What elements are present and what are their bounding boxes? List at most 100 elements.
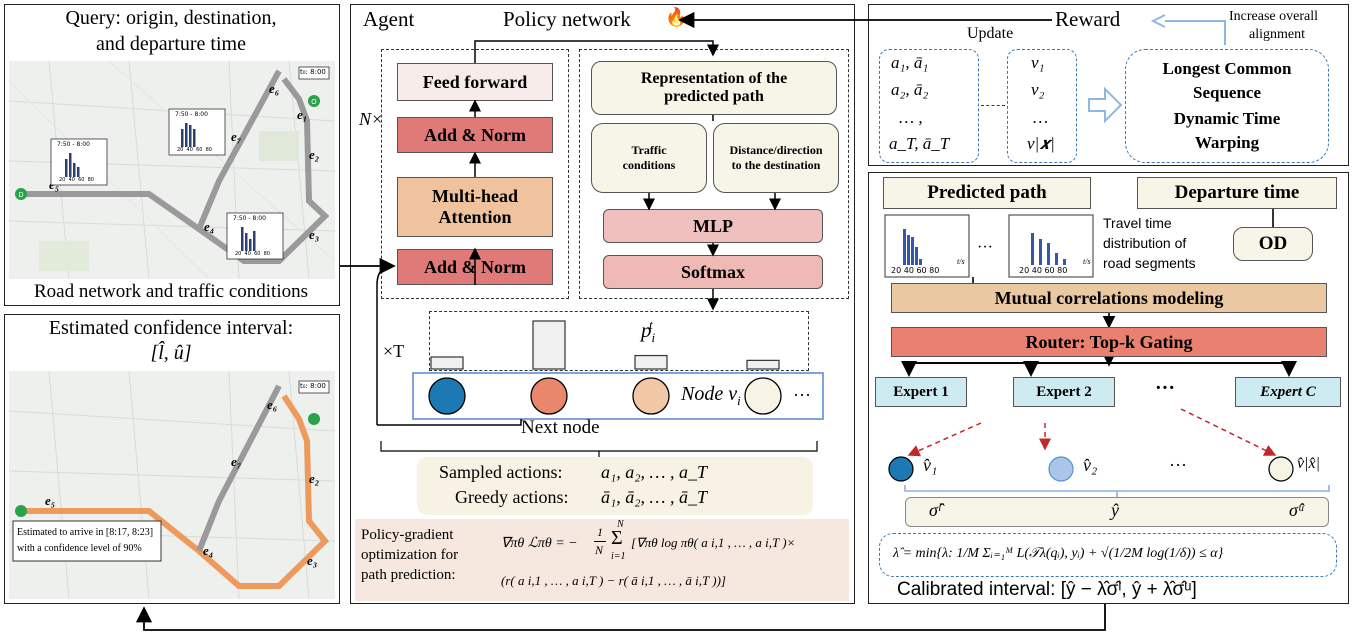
alignment-metrics-box — [1125, 49, 1329, 163]
svg-text:e₄: e₄ — [204, 219, 214, 234]
probability-bar — [634, 354, 668, 370]
agent-panel: Agent Policy network 🔥 N× Feed forward A… — [350, 4, 855, 604]
distance-direction-box: Distance/direction to the destination — [713, 123, 839, 193]
mha-line2: Attention — [438, 207, 512, 227]
pg-formula-frac-bot: N — [595, 543, 604, 557]
path-node-circle — [632, 377, 670, 415]
hist-unit-right-2: t/s — [1083, 257, 1091, 266]
hist-axis-2: 20 40 60 80 — [177, 147, 212, 153]
hist-axis-1: 20 40 60 80 — [59, 177, 94, 183]
pg-label-line3: path prediction: — [361, 567, 456, 583]
pg-formula-sum-top: N — [617, 519, 624, 530]
nodes-list-box — [1007, 49, 1077, 163]
distance-line2: to the destination — [731, 158, 821, 172]
metric-line2: Sequence — [1193, 83, 1261, 102]
pg-formula-frac-line — [594, 541, 606, 542]
svg-text:e₅: e₅ — [45, 493, 55, 508]
calibration-panel: Predicted path Departure time — [868, 172, 1349, 604]
svg-text:e₃: e₃ — [307, 553, 317, 568]
expert-1-box: Expert 1 — [875, 377, 967, 407]
confidence-title-line1: Estimated confidence interval: — [48, 317, 294, 339]
metric-line3: Dynamic Time — [1173, 109, 1281, 128]
reward-svg — [1088, 14, 1226, 124]
estimated-route-svg: e₆ e₇ e₂ e₅ e₄ e₃ — [9, 371, 335, 599]
road-network-map: D O e₆ e₁ e₇ e₂ e₅ e₄ e₃ — [9, 61, 335, 279]
traffic-line2: conditions — [622, 158, 676, 172]
od-box: OD — [1233, 227, 1313, 261]
representation-box: Representation of the predicted path — [591, 61, 837, 115]
traffic-conditions-box: Traffic conditions — [591, 123, 707, 193]
reward-label: Reward — [1055, 7, 1121, 31]
svg-text:O: O — [311, 99, 317, 106]
path-node-circle — [428, 377, 466, 415]
increase-line2: alignment — [1249, 27, 1305, 42]
estimated-route-map: e₆ e₇ e₂ e₅ e₄ e₃ t₀: 8:00 Estimated to … — [9, 371, 335, 599]
mutual-correlations-box: Mutual correlations modeling — [891, 283, 1327, 313]
expert-c-box: Expert C — [1235, 377, 1341, 407]
reward-node-4: v|𝒙| — [1027, 134, 1055, 153]
road-network-svg: D O e₆ e₁ e₇ e₂ e₅ e₄ e₃ — [9, 61, 335, 279]
y-hat-label: ŷ — [1111, 500, 1119, 520]
svg-text:e₄: e₄ — [203, 543, 213, 558]
v-hat-dots: ··· — [1169, 455, 1187, 475]
add-norm-box-1: Add & Norm — [397, 117, 553, 153]
probability-bar — [746, 359, 780, 370]
travel-line3: road segments — [1103, 255, 1196, 271]
pg-label-line1: Policy-gradient — [361, 527, 454, 543]
hist-unit-right-1: t/s — [957, 257, 965, 266]
actions-box — [417, 457, 813, 515]
representation-line2: predicted path — [664, 88, 764, 105]
svg-text:e₂: e₂ — [309, 147, 319, 162]
predicted-path-box: Predicted path — [883, 177, 1091, 209]
path-node-circle — [744, 377, 782, 415]
increase-line1: Increase overall — [1229, 9, 1318, 24]
mha-line1: Multi-head — [431, 186, 518, 206]
query-title-line1: Query: origin, destination, — [65, 7, 277, 29]
histogram-inset-2 — [168, 108, 226, 156]
time-tag-bottom: t₀: 8:00 — [300, 382, 326, 390]
reward-action-4: a_T, ā_T — [889, 134, 950, 153]
estimate-line1: Estimated to arrive in [8:17, 8:23] — [17, 527, 154, 538]
hist-axis-3: 20 40 60 80 — [235, 251, 270, 257]
lambda-formula: λ̂ = min{λ: 1/M Σᵢ₌₁ᴹ L(𝒯λ(qᵢ), yᵢ) + √(… — [893, 546, 1224, 561]
feed-forward-box: Feed forward — [397, 63, 553, 101]
query-panel: Query: origin, destination, and departur… — [4, 4, 340, 306]
reward-panel: Reward Increase overall alignment Update… — [868, 4, 1349, 166]
svg-text:e₁: e₁ — [297, 107, 307, 122]
sigma-u-label: σ̂ᵘ — [1289, 500, 1304, 520]
metric-line1: Longest Common — [1162, 59, 1292, 78]
representation-line1: Representation of the — [640, 70, 788, 87]
histogram-inset-1 — [50, 138, 108, 186]
pg-formula-frac-top: 1 — [597, 525, 603, 539]
probability-bar — [430, 356, 464, 370]
calibrated-interval: Calibrated interval: [ŷ − λ̂σ̂ˡ, ŷ + λ̂σ… — [897, 579, 1197, 600]
pg-formula-part2: [∇πθ log πθ( a i,1 , … , a i,T )× — [631, 535, 796, 550]
lambda-formula-box — [879, 533, 1337, 577]
estimate-circle-1 — [888, 456, 914, 482]
greedy-actions-label: Greedy actions: — [455, 487, 569, 507]
expert-dots: ··· — [1155, 377, 1176, 399]
mlp-box: MLP — [603, 209, 823, 243]
sampled-actions-label: Sampled actions: — [439, 462, 563, 482]
reward-node-3: … — [1033, 108, 1049, 127]
v-hat-2: v̂₂ — [1083, 455, 1098, 475]
travel-time-hist-1 — [884, 214, 970, 278]
policy-gradient-box — [355, 519, 849, 601]
update-label: Update — [967, 25, 1014, 42]
prob-label: pit — [641, 317, 659, 346]
hist-axis-right-1: 20 40 60 80 — [891, 266, 940, 275]
confidence-title-line2: [l̂, û] — [150, 342, 192, 364]
time-tag-top: t₀: 8:00 — [300, 68, 326, 76]
times-t-text: ×T — [383, 341, 405, 361]
hist-axis-right-2: 20 40 60 80 — [1019, 266, 1068, 275]
hist-label-3: 7:50 - 8:00 — [233, 215, 266, 222]
agent-diagram-svg — [376, 40, 824, 457]
orange-route — [19, 394, 330, 589]
v-hat-1: v̂₁ — [923, 455, 938, 475]
reward-dash-link — [981, 105, 1005, 106]
reward-node-1: v₁ — [1031, 53, 1045, 72]
svg-text:e₇: e₇ — [231, 454, 242, 469]
router-box: Router: Top-k Gating — [891, 327, 1327, 357]
node-ellipsis: ··· — [793, 385, 811, 405]
reward-node-2: v₂ — [1031, 80, 1045, 99]
